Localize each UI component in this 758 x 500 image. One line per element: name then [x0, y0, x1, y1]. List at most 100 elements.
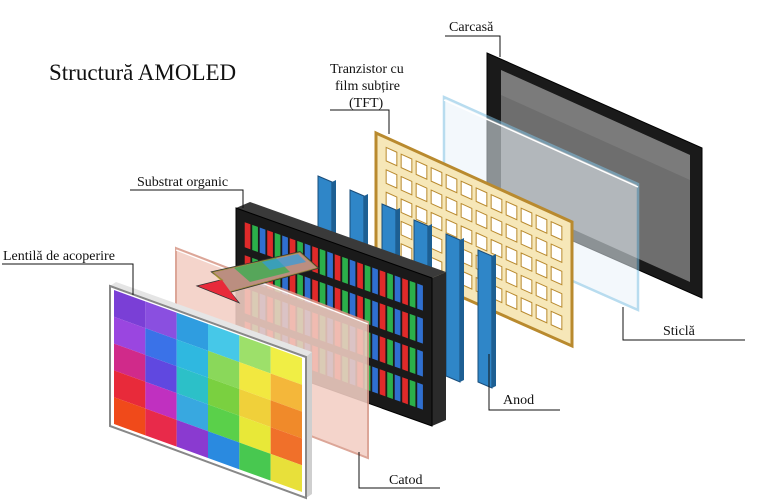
- cover-cell: [145, 408, 177, 447]
- tft-cell: [400, 220, 413, 241]
- tft-cell: [385, 146, 398, 167]
- label-carcasa: Carcasă: [449, 20, 494, 35]
- leader-lines: [2, 35, 745, 489]
- anode-strip-side: [460, 238, 464, 382]
- subpixel: [327, 251, 333, 279]
- cover-cell: [239, 362, 271, 401]
- tft-cell: [505, 200, 518, 221]
- tft-cell: [415, 160, 428, 180]
- subpixel: [417, 382, 423, 410]
- label-tft-line1: Tranzistor cu: [330, 62, 404, 77]
- tft-cell: [505, 290, 518, 311]
- tft-cell: [475, 231, 488, 252]
- tft-cell: [550, 310, 563, 331]
- subpixel: [334, 254, 341, 282]
- subpixel: [387, 305, 393, 333]
- subpixel: [372, 333, 378, 361]
- subpixel: [379, 303, 386, 331]
- cover-cell: [176, 393, 208, 432]
- tft-cell: [445, 173, 458, 194]
- tft-cell: [535, 281, 548, 302]
- subpixel: [417, 283, 423, 311]
- subpixel: [349, 292, 356, 320]
- tft-cell: [520, 229, 533, 250]
- subpixel: [357, 295, 363, 323]
- tft-cell: [460, 202, 473, 223]
- subpixel: [304, 276, 311, 304]
- tft-cell: [490, 193, 503, 214]
- subpixel: [319, 281, 326, 309]
- subpixel: [342, 289, 348, 317]
- subpixel: [402, 311, 408, 339]
- cover-cell: [239, 335, 271, 374]
- tft-cell: [400, 153, 413, 174]
- cover-cell: [145, 354, 177, 394]
- subpixel: [372, 267, 378, 295]
- subpixel: [394, 275, 401, 303]
- subpixel: [387, 272, 393, 300]
- cover-cell: [270, 400, 302, 439]
- subpixel: [327, 284, 333, 312]
- tft-cell: [430, 211, 443, 232]
- subpixel: [379, 369, 386, 397]
- subpixel: [409, 346, 416, 374]
- subpixel: [364, 264, 371, 292]
- subpixel: [394, 308, 401, 336]
- anode-strip: [445, 233, 461, 383]
- tft-cell: [520, 297, 533, 317]
- cover-cell: [114, 370, 146, 409]
- subpixel: [409, 313, 416, 341]
- subpixel: [402, 377, 408, 405]
- cover-cell: [114, 397, 146, 436]
- cover-cell: [239, 415, 271, 454]
- subpixel: [394, 341, 401, 369]
- subpixel: [417, 316, 423, 344]
- tft-cell: [400, 175, 413, 196]
- subpixel: [259, 227, 266, 255]
- tft-cell: [505, 223, 518, 243]
- cover-cell: [176, 312, 208, 351]
- subpixel: [387, 371, 393, 399]
- tft-cell: [475, 187, 488, 207]
- subpixel: [417, 349, 423, 377]
- subpixel: [402, 278, 408, 306]
- subpixel: [379, 336, 386, 364]
- tft-cell: [535, 236, 548, 257]
- cover-lens-color-grid: [114, 290, 302, 492]
- cover-cell: [270, 427, 302, 466]
- subpixel: [319, 248, 326, 276]
- label-catod: Catod: [389, 473, 422, 488]
- tft-cell: [415, 182, 428, 203]
- tft-cell: [505, 245, 518, 266]
- subpixel: [372, 366, 378, 394]
- tft-cell: [385, 169, 398, 189]
- tft-cell: [430, 166, 443, 187]
- tft-cell: [445, 196, 458, 216]
- subpixel: [312, 279, 318, 307]
- subpixel: [334, 287, 341, 315]
- cover-cell: [208, 350, 240, 389]
- tft-cell: [535, 214, 548, 234]
- subpixel: [372, 300, 378, 328]
- tft-cell: [505, 267, 518, 288]
- cover-cell: [239, 442, 271, 481]
- label-lentila: Lentilă de acoperire: [3, 249, 115, 264]
- tft-cell: [430, 189, 443, 210]
- subpixel: [394, 374, 401, 402]
- cover-cell: [176, 339, 208, 378]
- subpixel: [379, 270, 386, 298]
- tft-cell: [490, 238, 503, 259]
- tft-cell: [535, 258, 548, 279]
- cover-cell: [239, 388, 271, 428]
- cover-cell: [270, 453, 302, 492]
- subpixel: [357, 262, 363, 290]
- tft-cell: [415, 204, 428, 225]
- tft-cell: [400, 198, 413, 219]
- subpixel: [349, 259, 356, 287]
- subpixel: [409, 379, 416, 407]
- cover-lens-layer: [109, 282, 312, 500]
- cover-cell: [208, 404, 240, 443]
- subpixel: [402, 344, 408, 372]
- subpixel: [364, 297, 371, 325]
